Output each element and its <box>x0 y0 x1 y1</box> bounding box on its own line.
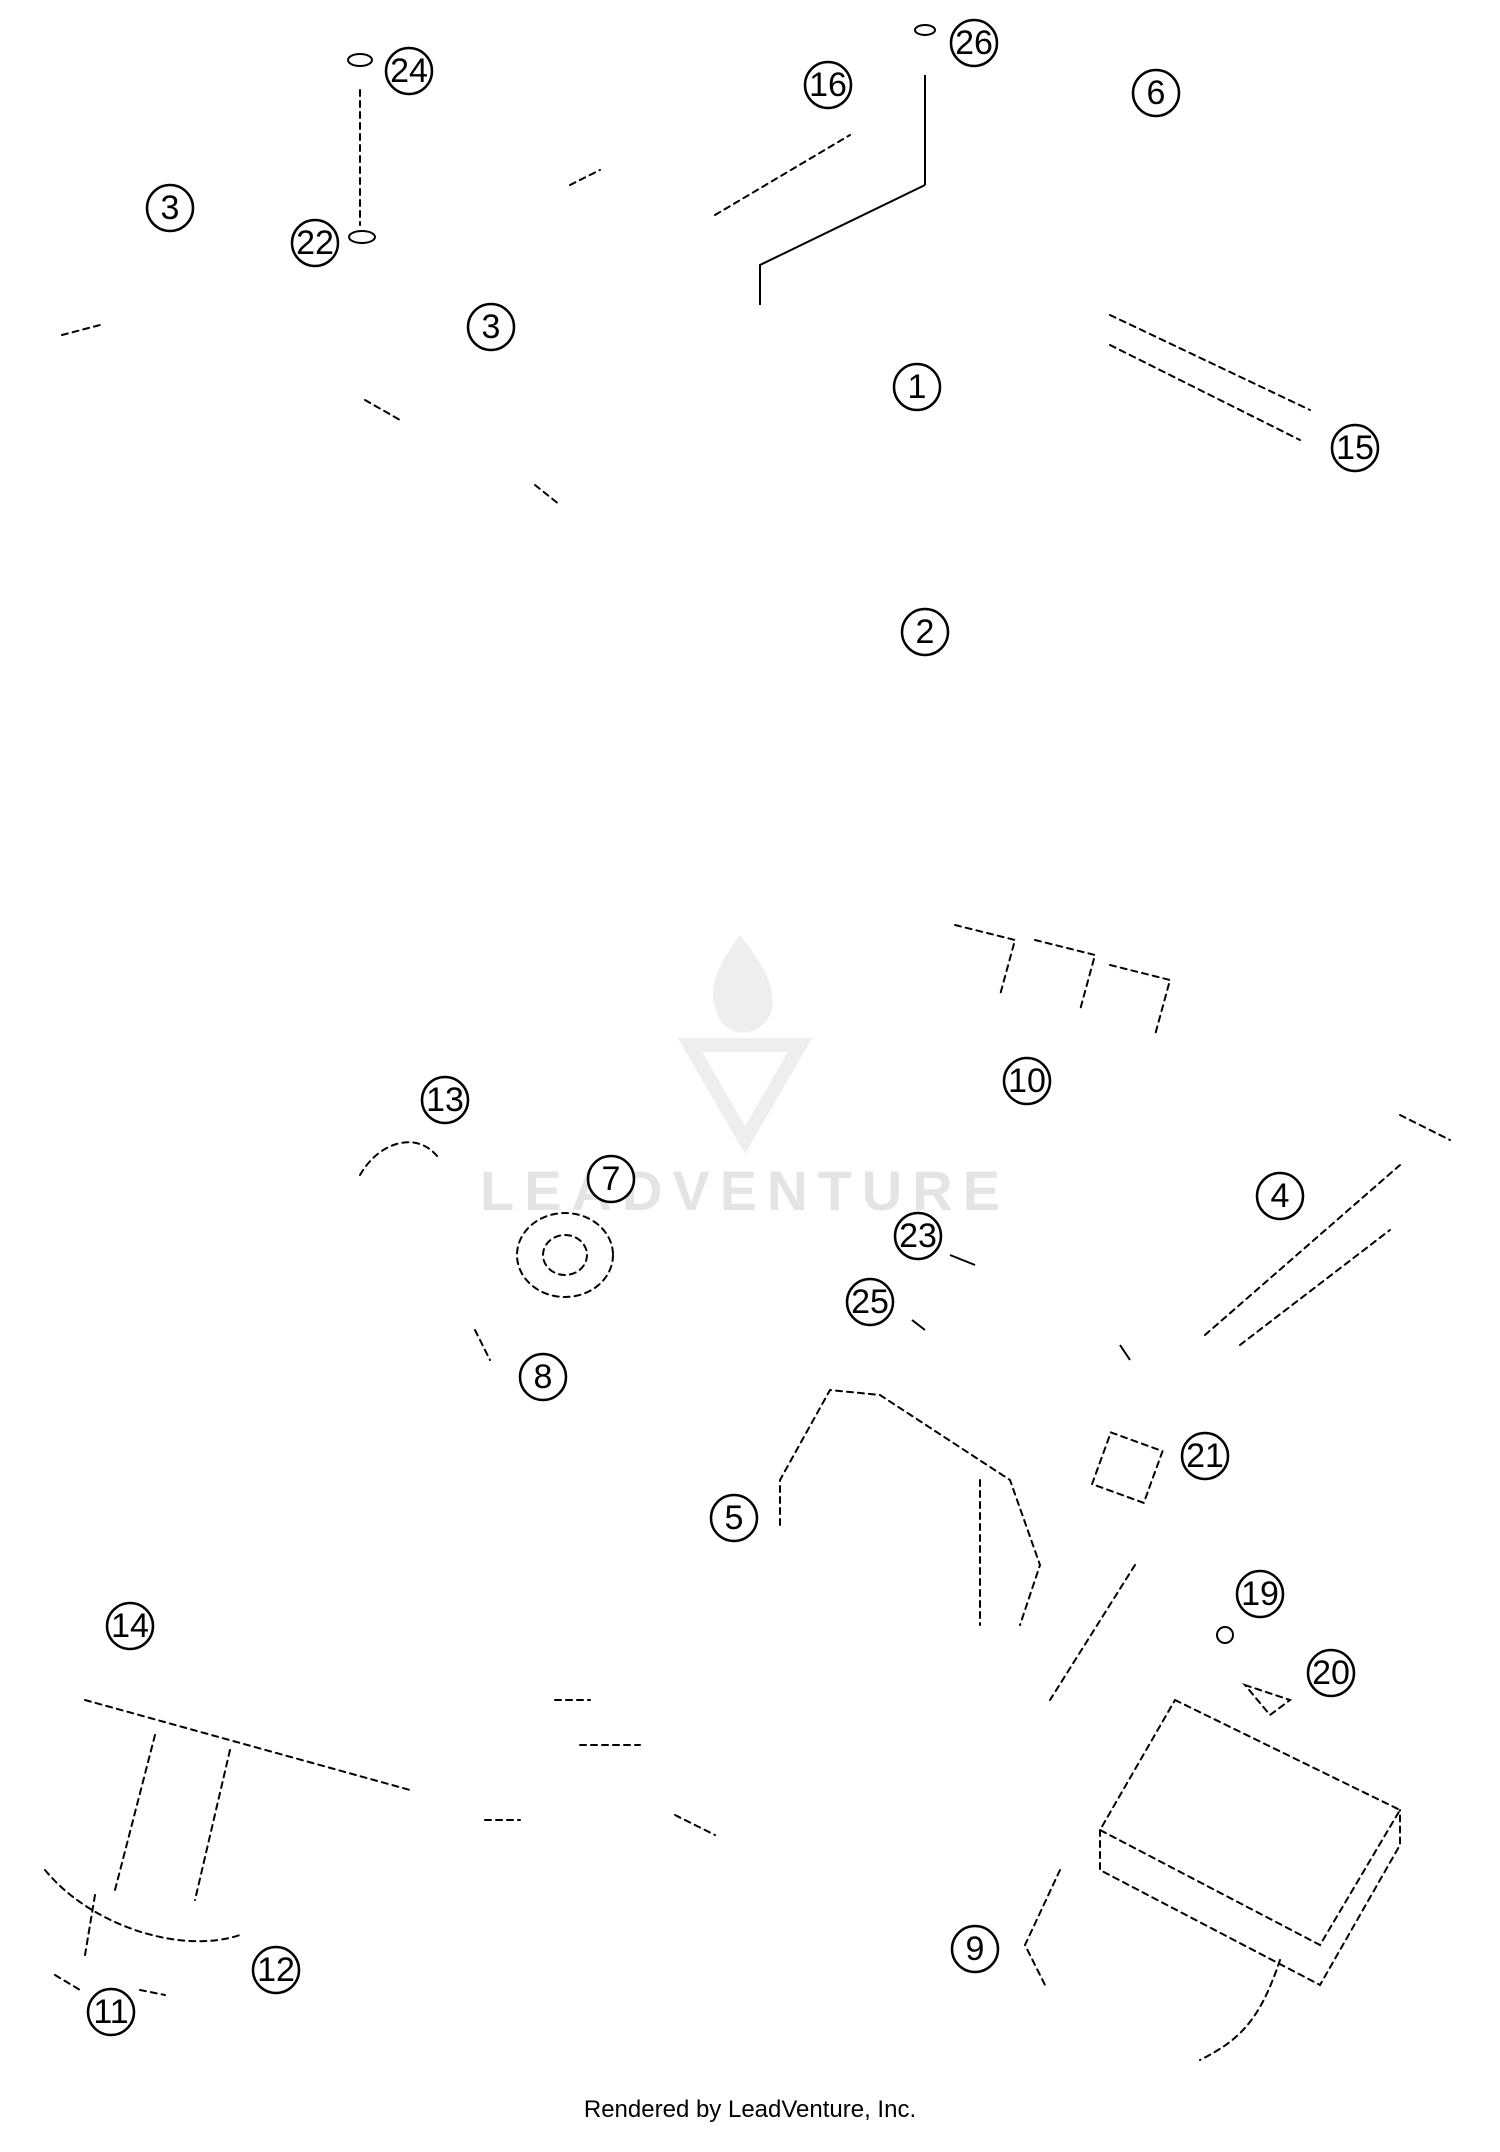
watermark-flame-icon <box>712 935 773 1033</box>
svg-text:15: 15 <box>1336 429 1374 467</box>
watermark-v-icon <box>677 1038 813 1154</box>
part-sketches <box>44 24 1451 2061</box>
callout-13: 13 <box>420 1075 470 1125</box>
svg-text:11: 11 <box>93 1993 128 2031</box>
svg-text:6: 6 <box>1147 74 1166 112</box>
callout-15: 15 <box>1330 423 1380 473</box>
callout-5: 5 <box>709 1493 759 1543</box>
svg-text:19: 19 <box>1241 1575 1279 1613</box>
callout-6: 6 <box>1131 68 1181 118</box>
svg-text:3: 3 <box>482 308 501 346</box>
svg-text:22: 22 <box>296 224 334 262</box>
callout-4: 4 <box>1255 1171 1305 1221</box>
callout-24: 24 <box>384 46 434 96</box>
callout-26: 26 <box>949 18 999 68</box>
svg-text:26: 26 <box>955 24 993 62</box>
footer-credit: Rendered by LeadVenture, Inc. <box>583 2096 917 2123</box>
watermark-brand: LEADVENTURE <box>480 1159 1010 1222</box>
callout-22: 22 <box>290 218 340 268</box>
callout-3-right: 3 <box>466 302 516 352</box>
svg-text:20: 20 <box>1312 1654 1350 1692</box>
svg-text:23: 23 <box>899 1217 937 1255</box>
watermark: LEADVENTURE <box>480 935 1010 1222</box>
svg-text:24: 24 <box>390 52 428 90</box>
svg-text:21: 21 <box>1186 1437 1224 1475</box>
svg-text:10: 10 <box>1008 1062 1046 1100</box>
callout-21: 21 <box>1180 1431 1230 1481</box>
callout-7: 7 <box>586 1154 636 1204</box>
callout-3-left: 3 <box>145 183 195 233</box>
callout-8: 8 <box>518 1352 568 1402</box>
callout-11: 11 <box>86 1987 136 2037</box>
callout-12: 12 <box>251 1945 301 1995</box>
callout-1: 1 <box>892 362 942 412</box>
svg-text:12: 12 <box>257 1951 295 1989</box>
callout-19: 19 <box>1235 1569 1285 1619</box>
svg-text:4: 4 <box>1271 1177 1290 1215</box>
svg-text:25: 25 <box>851 1283 889 1321</box>
svg-text:7: 7 <box>602 1160 621 1198</box>
svg-text:14: 14 <box>111 1607 149 1645</box>
callout-25: 25 <box>845 1277 895 1327</box>
svg-text:3: 3 <box>161 189 180 227</box>
callout-23: 23 <box>893 1211 943 1261</box>
svg-text:2: 2 <box>916 613 935 651</box>
svg-text:13: 13 <box>426 1081 464 1119</box>
callout-9: 9 <box>950 1924 1000 1974</box>
svg-text:16: 16 <box>809 66 847 104</box>
svg-text:1: 1 <box>908 368 927 406</box>
callout-10: 10 <box>1002 1056 1052 1106</box>
svg-text:9: 9 <box>966 1930 985 1968</box>
svg-text:8: 8 <box>534 1358 553 1396</box>
callout-2: 2 <box>900 607 950 657</box>
callout-14: 14 <box>105 1601 155 1651</box>
svg-text:5: 5 <box>725 1499 744 1537</box>
callout-16: 16 <box>803 60 853 110</box>
callout-20: 20 <box>1306 1648 1356 1698</box>
